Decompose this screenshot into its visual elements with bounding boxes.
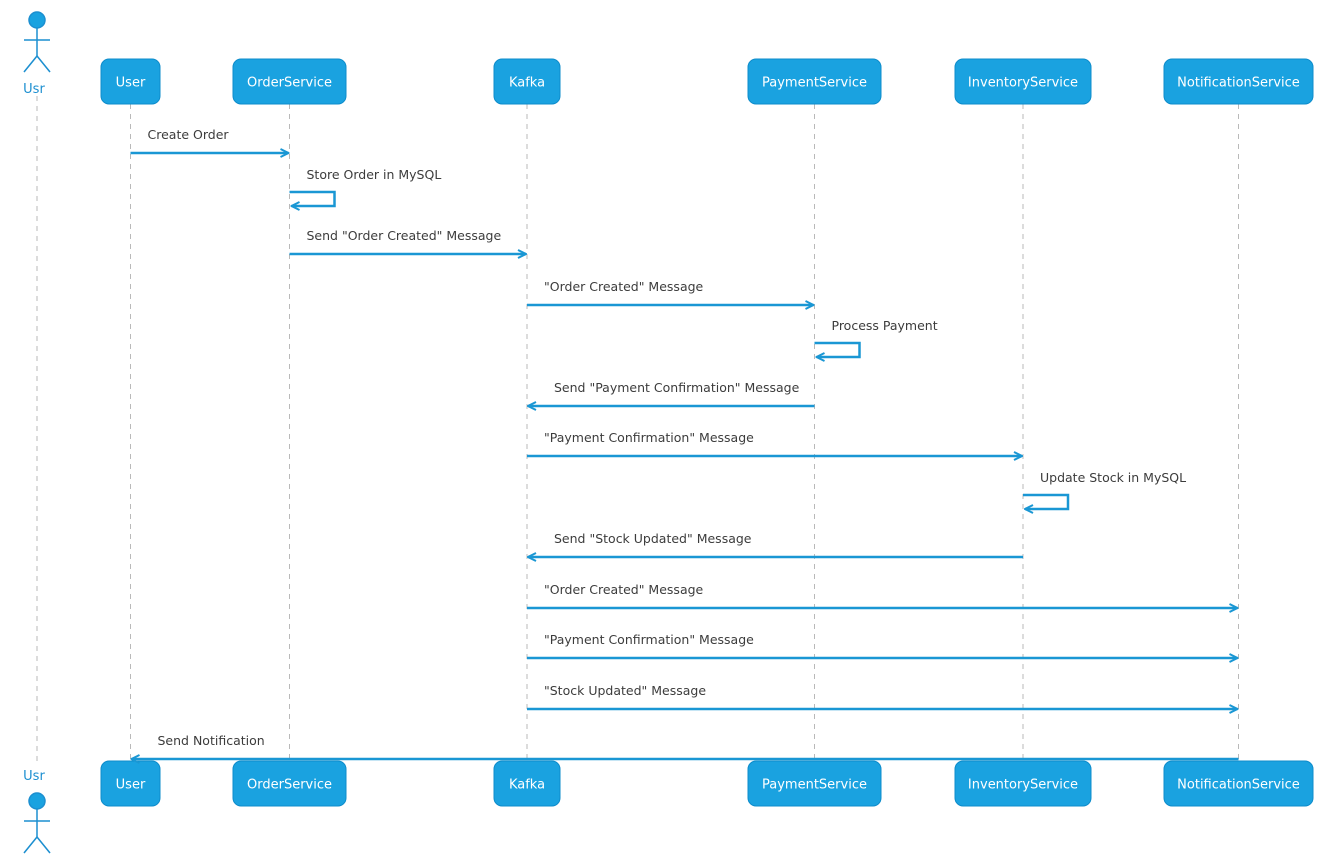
participant-label: OrderService [247, 778, 332, 793]
participant-label: User [116, 778, 146, 793]
participant-label: InventoryService [968, 778, 1078, 793]
participant-box [954, 760, 1092, 807]
message-label: Create Order [148, 127, 230, 142]
message-13: Send Notification [132, 733, 1239, 759]
message-8: Update Stock in MySQL [1023, 470, 1186, 509]
message-1: Create Order [130, 127, 289, 153]
participant-box [232, 58, 347, 105]
self-call-arrow [814, 341, 861, 357]
participant-inventoryservice-top: InventoryService [954, 58, 1092, 105]
participant-box [232, 760, 347, 807]
message-2: Store Order in MySQL [289, 167, 442, 206]
participant-paymentservice-bottom: PaymentService [747, 760, 882, 807]
participant-label: Kafka [509, 76, 545, 91]
participant-label: PaymentService [762, 778, 867, 793]
participant-box [1163, 58, 1314, 105]
message-7: "Payment Confirmation" Message [527, 430, 1022, 456]
participant-box [747, 760, 882, 807]
self-call-arrow [1023, 493, 1070, 509]
message-label: Send "Stock Updated" Message [554, 531, 752, 546]
participant-notificationservice-bottom: NotificationService [1163, 760, 1314, 807]
message-label: Store Order in MySQL [307, 167, 442, 182]
participant-label: PaymentService [762, 76, 867, 91]
participant-orderservice-bottom: OrderService [232, 760, 347, 807]
message-label: "Payment Confirmation" Message [544, 430, 754, 445]
participant-paymentservice-top: PaymentService [747, 58, 882, 105]
message-10: "Order Created" Message [527, 582, 1238, 608]
participant-user-bottom: User [100, 760, 161, 807]
participant-label: OrderService [247, 76, 332, 91]
participant-box [100, 58, 161, 105]
message-label: "Stock Updated" Message [544, 683, 706, 698]
actor-label-bottom: Usr [23, 769, 45, 784]
message-9: Send "Stock Updated" Message [528, 531, 1023, 557]
participant-orderservice-top: OrderService [232, 58, 347, 105]
participant-label: User [116, 76, 146, 91]
message-label: Send "Order Created" Message [307, 228, 502, 243]
actor-label-top: Usr [23, 82, 45, 97]
message-4: "Order Created" Message [527, 279, 814, 305]
message-5: Process Payment [814, 318, 938, 357]
actor-top-icon [23, 11, 51, 73]
participant-box [747, 58, 882, 105]
message-3: Send "Order Created" Message [289, 228, 527, 254]
participant-label: NotificationService [1177, 76, 1300, 91]
message-label: Process Payment [832, 318, 938, 333]
participant-box [954, 58, 1092, 105]
message-label: "Payment Confirmation" Message [544, 632, 754, 647]
self-call-arrow [289, 190, 336, 206]
participant-notificationservice-top: NotificationService [1163, 58, 1314, 105]
message-label: "Order Created" Message [544, 582, 704, 597]
participant-inventoryservice-bottom: InventoryService [954, 760, 1092, 807]
participant-label: Kafka [509, 778, 545, 793]
message-label: Send Notification [158, 733, 265, 748]
participant-label: InventoryService [968, 76, 1078, 91]
message-label: Update Stock in MySQL [1040, 470, 1186, 485]
message-11: "Payment Confirmation" Message [527, 632, 1238, 658]
message-label: Send "Payment Confirmation" Message [554, 380, 800, 395]
participant-kafka-bottom: Kafka [493, 760, 561, 807]
participant-box [1163, 760, 1314, 807]
actor-bottom-icon [23, 792, 51, 854]
participant-label: NotificationService [1177, 778, 1300, 793]
participant-user-top: User [100, 58, 161, 105]
message-label: "Order Created" Message [544, 279, 704, 294]
participant-kafka-top: Kafka [493, 58, 561, 105]
participant-box [493, 58, 561, 105]
participant-box [493, 760, 561, 807]
message-12: "Stock Updated" Message [527, 683, 1238, 709]
message-6: Send "Payment Confirmation" Message [528, 380, 815, 406]
